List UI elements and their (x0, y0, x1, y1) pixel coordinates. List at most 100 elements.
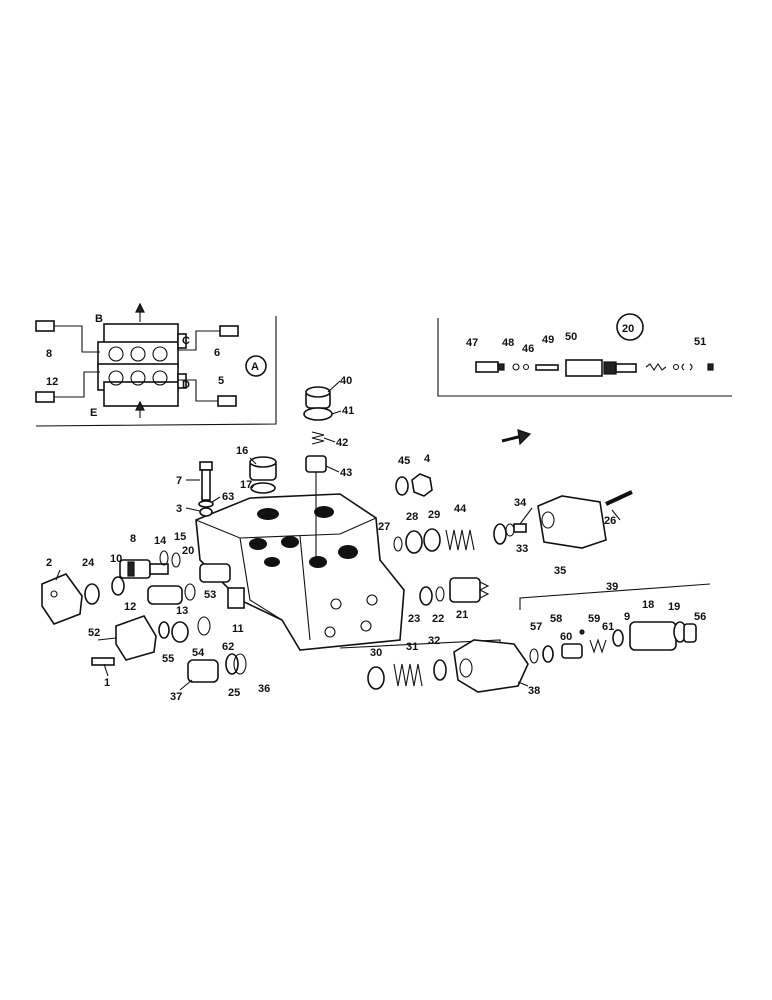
label-15: 15 (174, 531, 186, 543)
label-33: 33 (516, 543, 528, 555)
ball-59 (579, 629, 585, 635)
label-29: 29 (428, 509, 440, 521)
inset-a-badge: A (245, 355, 267, 377)
letter-c: C (182, 335, 190, 347)
label-43: 43 (340, 467, 352, 479)
ring-9 (612, 629, 624, 647)
label-60: 60 (560, 631, 572, 643)
inset-a-frame (35, 316, 277, 427)
label-14: 14 (154, 535, 167, 547)
callout-labels: 40 41 42 43 16 17 7 63 3 45 4 8 10 14 15… (46, 375, 706, 703)
inset-a-label-6: 6 (214, 347, 220, 359)
inset-20-parts (475, 359, 714, 377)
inset-20-label-51: 51 (694, 336, 706, 348)
inset-20-label-46: 46 (522, 343, 534, 355)
label-17: 17 (240, 479, 252, 491)
inset-a-labels: B C D E 8 6 12 5 (46, 313, 224, 419)
plug-43 (305, 455, 327, 560)
bolt-34 (513, 523, 527, 533)
ring-23 (419, 586, 433, 606)
inset-20-badge-number: 20 (622, 323, 634, 335)
label-62: 62 (222, 641, 234, 653)
inset-a-label-8: 8 (46, 348, 52, 360)
label-24: 24 (82, 557, 95, 569)
inset-20-labels: 47 48 46 49 50 51 (466, 331, 706, 355)
ring-62 (197, 616, 211, 636)
label-11: 11 (232, 623, 244, 635)
label-25: 25 (228, 687, 240, 699)
spring-42 (311, 431, 325, 445)
label-36: 36 (258, 683, 270, 695)
nut-3 (199, 507, 213, 517)
ring-36 (233, 653, 247, 675)
ring-22 (435, 586, 445, 602)
screw-1 (91, 657, 115, 666)
label-19: 19 (668, 601, 680, 613)
inset-20-label-47: 47 (466, 337, 478, 349)
ring-54 (171, 621, 189, 643)
label-54: 54 (192, 647, 205, 659)
ring-45 (395, 476, 409, 496)
label-27: 27 (378, 521, 390, 533)
label-44: 44 (454, 503, 467, 515)
ring-32 (433, 659, 447, 681)
inset-a-badge-letter: A (251, 361, 259, 373)
screw-26 (605, 490, 633, 506)
spring-44 (445, 529, 475, 551)
cap-56 (683, 623, 697, 643)
ring-12 (111, 576, 125, 596)
label-1: 1 (104, 677, 110, 689)
label-41: 41 (342, 405, 354, 417)
label-4: 4 (424, 453, 431, 465)
ring-28 (405, 530, 423, 554)
nut-4 (411, 473, 433, 497)
inset-a-label-12: 12 (46, 376, 58, 388)
label-58: 58 (550, 613, 562, 625)
label-56: 56 (694, 611, 706, 623)
label-39: 39 (606, 581, 618, 593)
ring-58 (542, 645, 554, 663)
letter-b: B (95, 313, 103, 325)
relief-bracket (519, 583, 711, 610)
spring-31 (393, 663, 423, 687)
rings-14-15 (159, 550, 181, 568)
label-45: 45 (398, 455, 410, 467)
label-12: 12 (124, 601, 136, 613)
letter-e: E (90, 407, 97, 419)
label-20: 20 (182, 545, 194, 557)
label-63: 63 (222, 491, 234, 503)
label-61: 61 (602, 621, 614, 633)
label-55: 55 (162, 653, 174, 665)
label-18: 18 (642, 599, 654, 611)
ring-30 (367, 666, 385, 690)
label-26: 26 (604, 515, 616, 527)
label-35: 35 (554, 565, 566, 577)
valve-body (195, 493, 405, 651)
body-18 (629, 621, 677, 651)
label-8: 8 (130, 533, 136, 545)
inset-20-frame (437, 318, 732, 397)
inset-20-badge: 20 (616, 313, 644, 341)
label-31: 31 (406, 641, 418, 653)
label-2: 2 (46, 557, 52, 569)
ring-right (493, 523, 507, 545)
washer-33 (505, 523, 515, 537)
left-cover-2 (41, 573, 83, 625)
label-57: 57 (530, 621, 542, 633)
seal-17 (250, 482, 276, 494)
label-37: 37 (170, 691, 182, 703)
label-32: 32 (428, 635, 440, 647)
inset-20-label-50: 50 (565, 331, 577, 343)
plug-37 (187, 659, 219, 683)
inset-20-label-49: 49 (542, 334, 554, 346)
spring-61 (589, 638, 607, 654)
cap-38 (453, 639, 529, 693)
label-52: 52 (88, 627, 100, 639)
leader-lines (55, 380, 621, 691)
label-16: 16 (236, 445, 248, 457)
bolt-7 (199, 461, 213, 501)
label-38: 38 (528, 685, 540, 697)
label-13: 13 (176, 605, 188, 617)
